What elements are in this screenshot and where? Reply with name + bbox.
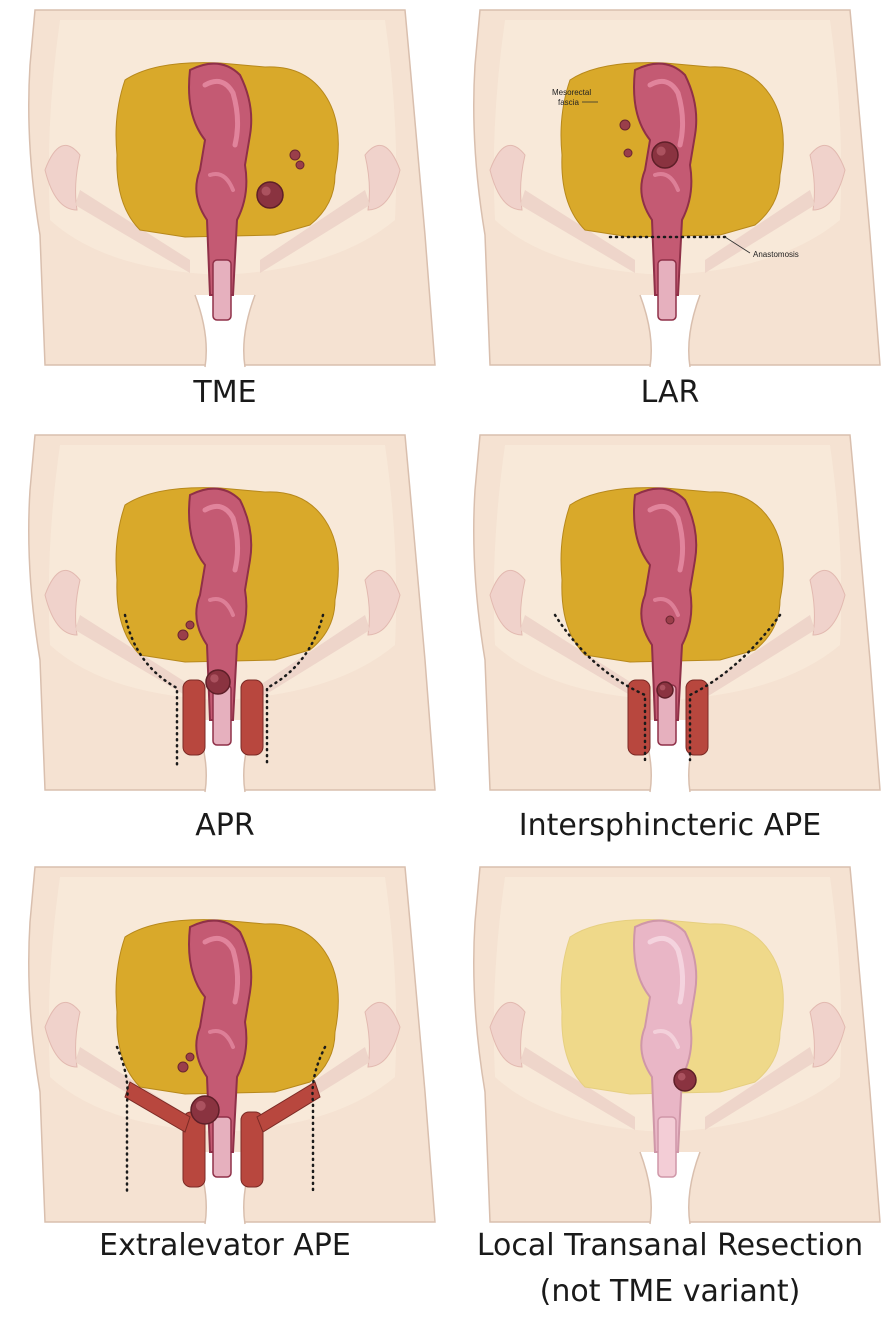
lymph-node [290, 150, 300, 160]
caption-local: Local Transanal Resection(not TME varian… [450, 1225, 890, 1313]
caption-tme: TME [5, 372, 445, 414]
tumor [191, 1096, 219, 1124]
right-sphincter [241, 680, 263, 755]
anal-canal [213, 1117, 231, 1177]
tumor [652, 142, 678, 168]
panel-elape: Extralevator APE [5, 862, 445, 1302]
tumor [674, 1069, 696, 1091]
lymph-node [624, 149, 632, 157]
lymph-node [178, 630, 188, 640]
caption-elape: Extralevator APE [5, 1225, 445, 1267]
caption-text: Local Transanal Resection [450, 1225, 890, 1267]
illustration-isape [450, 430, 890, 795]
caption-text: Intersphincteric APE [450, 805, 890, 847]
lymph-node [620, 120, 630, 130]
anal-canal [213, 260, 231, 320]
panel-isape: Intersphincteric APE [450, 430, 890, 870]
lymph-node [186, 621, 194, 629]
tumor [206, 670, 230, 694]
anastomosis-label: Anastomosis [753, 250, 799, 259]
panel-apr: APR [5, 430, 445, 870]
caption-text-line2: (not TME variant) [450, 1271, 890, 1313]
tumor [257, 182, 283, 208]
lymph-node [666, 616, 674, 624]
caption-apr: APR [5, 805, 445, 847]
lymph-node [186, 1053, 194, 1061]
fascia-label-2: fascia [558, 98, 579, 107]
illustration-apr [5, 430, 445, 795]
caption-text: LAR [450, 372, 890, 414]
caption-text: APR [5, 805, 445, 847]
illustration-local [450, 862, 890, 1227]
caption-text: TME [5, 372, 445, 414]
caption-lar: LAR [450, 372, 890, 414]
illustration-elape [5, 862, 445, 1227]
anal-canal [658, 1117, 676, 1177]
lymph-node [178, 1062, 188, 1072]
illustration-tme [5, 5, 445, 370]
anal-canal [658, 260, 676, 320]
fascia-label: Mesorectal [552, 88, 591, 97]
lymph-node [296, 161, 304, 169]
caption-isape: Intersphincteric APE [450, 805, 890, 847]
left-sphincter [183, 680, 205, 755]
panel-local: Local Transanal Resection(not TME varian… [450, 862, 890, 1302]
caption-text: Extralevator APE [5, 1225, 445, 1267]
tumor [657, 682, 673, 698]
panel-tme: TME [5, 5, 445, 445]
